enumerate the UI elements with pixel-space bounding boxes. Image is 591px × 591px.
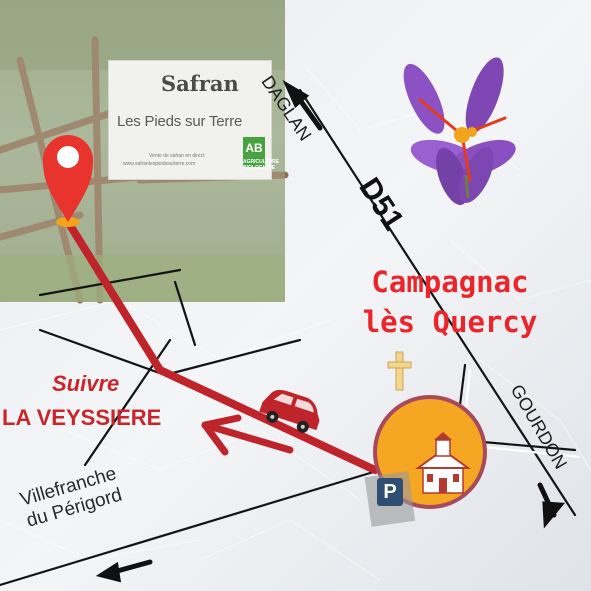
village-name-line-2: lès Quercy	[362, 305, 538, 339]
church-icon	[414, 432, 472, 494]
sign-fine-line-2: www.safranlespiedssurterre.com	[123, 161, 196, 167]
location-pin-icon	[43, 135, 93, 227]
sign-fine-line-1: Vente de safran en direct	[149, 153, 205, 159]
crumpled-texture	[0, 59, 591, 581]
direction-la-veyssiere: LA VEYSSIERE	[2, 405, 162, 430]
parking-icon: P	[377, 478, 403, 506]
organic-badge: AB AGRICULTURE BIOLOGIQUE	[243, 137, 279, 171]
sign-title: Safran	[161, 71, 239, 96]
route-line	[64, 218, 379, 474]
organic-badge-text: AB	[245, 141, 263, 155]
saffron-flower-icon	[403, 57, 516, 205]
direction-arrow-icon	[201, 414, 294, 456]
village-name: Campagnac lès Quercy	[340, 262, 560, 342]
arrow-icon	[95, 79, 566, 583]
farm-sign: Safran Les Pieds sur Terre Vente de safr…	[108, 60, 279, 180]
direction-suivre: Suivre	[52, 371, 120, 396]
organic-badge-sub: AGRICULTURE BIOLOGIQUE	[243, 159, 280, 171]
sign-subtitle: Les Pieds sur Terre	[117, 113, 243, 130]
village-name-line-1: Campagnac	[371, 265, 529, 299]
cross-icon	[387, 351, 412, 391]
car-icon	[259, 389, 320, 433]
